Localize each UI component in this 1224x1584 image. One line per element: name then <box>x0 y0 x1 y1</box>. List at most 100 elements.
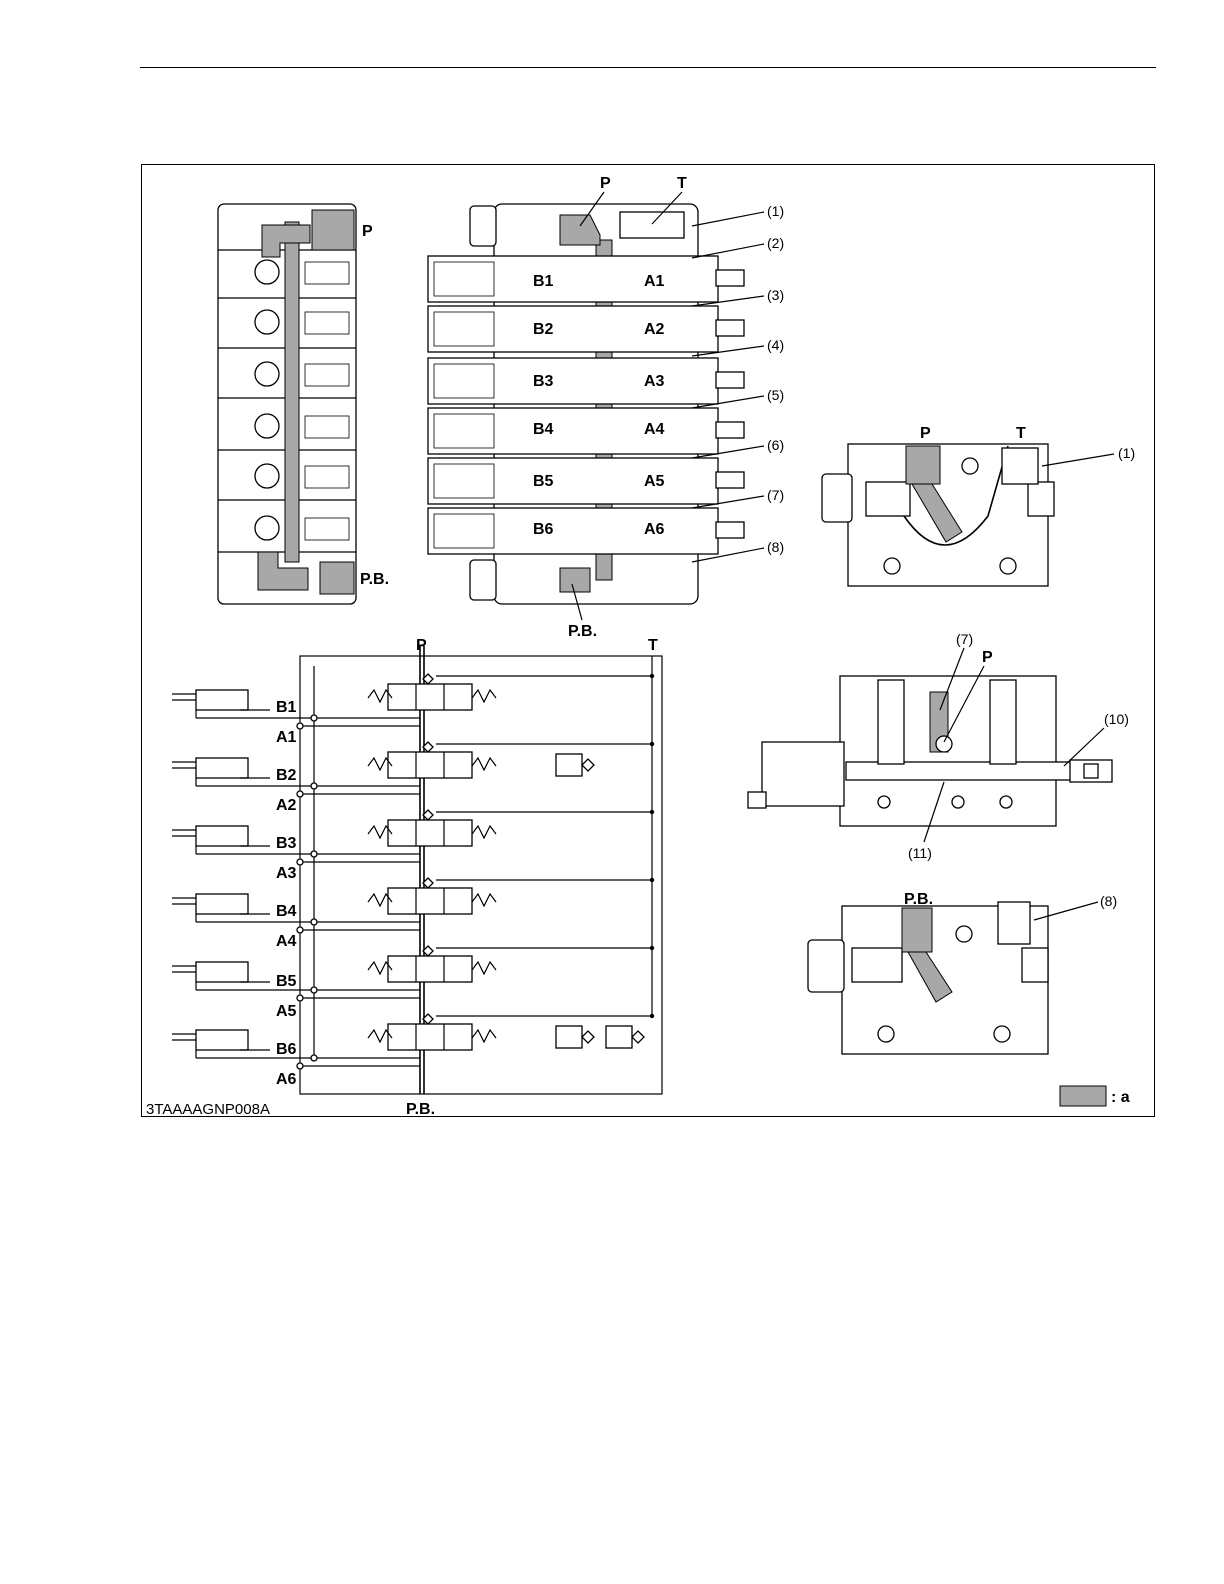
schematic-label-b2: B2 <box>276 767 297 784</box>
schematic-port-t-label: T <box>648 637 658 654</box>
front-label-a3: A3 <box>644 373 665 390</box>
front-label-a5: A5 <box>644 473 665 490</box>
spring-symbol <box>472 962 496 974</box>
callout-6: (6) <box>767 437 784 453</box>
port-marker <box>297 927 303 933</box>
front-label-a2: A2 <box>644 321 665 338</box>
relief-check <box>582 1031 594 1043</box>
side-view: P P.B. <box>218 204 389 604</box>
schematic-label-a4: A4 <box>276 933 297 950</box>
callout-8: (8) <box>767 539 784 555</box>
legend-swatch <box>1060 1086 1106 1106</box>
spring-symbol <box>472 894 496 906</box>
side-port-p-label: P <box>362 223 373 240</box>
legend-label: : a <box>1111 1089 1130 1106</box>
schematic-label-a3: A3 <box>276 865 297 882</box>
schematic-label-a1: A1 <box>276 729 297 746</box>
spool-valve <box>388 1024 472 1050</box>
actuator-cylinder <box>196 826 248 846</box>
port-marker <box>311 851 317 857</box>
spool-port-p-label: P <box>982 649 993 666</box>
port-marker <box>311 987 317 993</box>
junction-dot <box>650 1014 654 1018</box>
front-view: B1 A1 B2 A2 B3 A3 B4 A4 B5 A5 B6 A6 P T … <box>428 175 784 640</box>
actuator-cylinder <box>196 690 248 710</box>
front-label-a1: A1 <box>644 273 665 290</box>
relief-valve <box>606 1026 632 1048</box>
port-marker <box>297 723 303 729</box>
front-label-a6: A6 <box>644 521 665 538</box>
hydraulic-schematic: P T P.B. B1 A1 B2 A2 B3 A3 B4 A4 B5 A5 B… <box>172 637 662 1118</box>
port-marker <box>297 791 303 797</box>
actuator-cylinder <box>196 894 248 914</box>
outlet-port-pb-label: P.B. <box>904 891 933 908</box>
spring-symbol <box>472 826 496 838</box>
relief-check <box>632 1031 644 1043</box>
actuator-cylinder <box>196 758 248 778</box>
port-marker <box>297 1063 303 1069</box>
spring-symbol <box>472 690 496 702</box>
junction-dot <box>650 810 654 814</box>
spool-valve <box>388 820 472 846</box>
spool-callout-10: (10) <box>1104 711 1129 727</box>
front-label-b5: B5 <box>533 473 554 490</box>
outlet-section: P.B. (8) <box>808 891 1117 1054</box>
front-label-b3: B3 <box>533 373 554 390</box>
front-label-b6: B6 <box>533 521 554 538</box>
callout-2: (2) <box>767 235 784 251</box>
front-port-p-label: P <box>600 175 611 192</box>
spool-callout-11: (11) <box>908 845 932 861</box>
side-port-pb-label: P.B. <box>360 571 389 588</box>
spool-section: (7) P (10) (11) <box>748 631 1129 861</box>
port-marker <box>311 1055 317 1061</box>
junction-dot <box>650 878 654 882</box>
port-marker <box>311 715 317 721</box>
junction-dot <box>650 742 654 746</box>
relief-valve <box>556 754 582 776</box>
schematic-label-b1: B1 <box>276 699 297 716</box>
front-port-t-label: T <box>677 175 687 192</box>
schematic-label-a6: A6 <box>276 1071 297 1088</box>
actuator-cylinder <box>196 1030 248 1050</box>
inlet-port-t-label: T <box>1016 425 1026 442</box>
junction-dot <box>650 946 654 950</box>
port-marker <box>311 783 317 789</box>
port-marker <box>297 859 303 865</box>
spool-valve <box>388 956 472 982</box>
front-label-a4: A4 <box>644 421 665 438</box>
schematic-label-b3: B3 <box>276 835 297 852</box>
inlet-callout: (1) <box>1118 445 1135 461</box>
relief-check <box>582 759 594 771</box>
port-marker <box>297 995 303 1001</box>
spool-valve <box>388 888 472 914</box>
figure-code: 3TAAAAGNP008A <box>146 1101 270 1118</box>
relief-valve <box>556 1026 582 1048</box>
callout-3: (3) <box>767 287 784 303</box>
schematic-port-p-label: P <box>416 637 427 654</box>
schematic-label-b6: B6 <box>276 1041 297 1058</box>
callout-5: (5) <box>767 387 784 403</box>
callout-4: (4) <box>767 337 784 353</box>
schematic-label-b5: B5 <box>276 973 297 990</box>
callout-7: (7) <box>767 487 784 503</box>
front-label-b2: B2 <box>533 321 554 338</box>
spool-callout-7: (7) <box>956 631 973 647</box>
front-label-b1: B1 <box>533 273 554 290</box>
spring-symbol <box>472 758 496 770</box>
spool-valve <box>388 684 472 710</box>
outlet-callout: (8) <box>1100 893 1117 909</box>
inlet-section: P T (1) <box>822 425 1135 586</box>
inlet-port-p-label: P <box>920 425 931 442</box>
front-port-pb-label: P.B. <box>568 623 597 640</box>
callout-1: (1) <box>767 203 784 219</box>
spring-symbol <box>472 1030 496 1042</box>
actuator-cylinder <box>196 962 248 982</box>
schematic-label-b4: B4 <box>276 903 297 920</box>
port-marker <box>311 919 317 925</box>
schematic-label-a2: A2 <box>276 797 297 814</box>
front-label-b4: B4 <box>533 421 554 438</box>
schematic-port-pb-label: P.B. <box>406 1101 435 1118</box>
schematic-label-a5: A5 <box>276 1003 297 1020</box>
spool-valve <box>388 752 472 778</box>
